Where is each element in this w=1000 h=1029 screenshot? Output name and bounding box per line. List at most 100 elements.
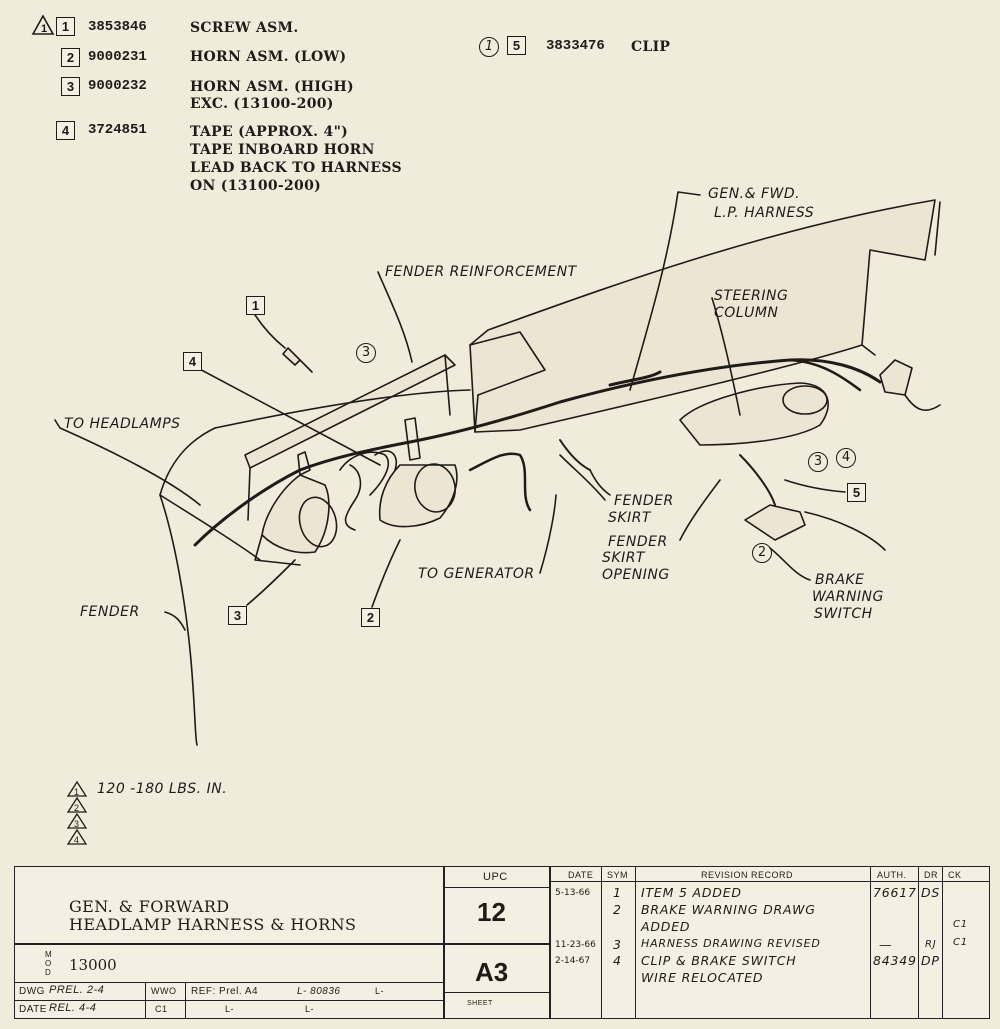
rev-sym: 2 (613, 902, 622, 917)
date-rel: REL. 4-4 (49, 1002, 97, 1014)
rev-dr: DS (921, 885, 941, 900)
label-fender-reinforcement: FENDER REINFORCEMENT (385, 264, 577, 280)
label-to-headlamps: TO HEADLAMPS (64, 416, 181, 432)
rev-auth: 84349 (873, 953, 917, 968)
svg-text:1: 1 (41, 23, 47, 35)
label-to-generator: TO GENERATOR (418, 566, 535, 582)
rev-header-record: REVISION RECORD (701, 870, 794, 880)
label-steering-column-1: STEERING (714, 288, 789, 304)
dash-panel (469, 199, 936, 433)
main-harness (298, 358, 882, 472)
part-desc: HORN ASM. (LOW) (190, 49, 347, 65)
label-steering-column-2: COLUMN (714, 305, 779, 321)
callout-circle-3: 3 (356, 343, 376, 363)
revision-circle: 1 (479, 37, 499, 57)
callout-box-2: 2 (361, 608, 380, 627)
label-fender-skirt-opening-1: FENDER (608, 534, 668, 550)
label-fender-skirt-opening-2: SKIRT (602, 550, 645, 566)
callout-box-4: 4 (183, 352, 202, 371)
label-gen-harness-1: GEN.& FWD. (708, 186, 801, 202)
upc-value: 12 (477, 897, 506, 927)
ref-l1: L- 80836 (297, 986, 341, 997)
rev-sym: 3 (613, 937, 622, 952)
rev-text: HARNESS DRAWING REVISED (641, 937, 821, 950)
triangle-num: 1 (74, 787, 79, 797)
drawing-title-1: GEN. & FORWARD (69, 897, 230, 916)
fender-reinforcement (244, 354, 456, 469)
label-fender-skirt-opening-3: OPENING (602, 567, 670, 583)
rev-header-dr: DR (924, 870, 938, 880)
initials-2: C1 (155, 1004, 168, 1014)
label-fender-skirt-2: SKIRT (608, 510, 651, 526)
initials-1: WWO (151, 986, 177, 996)
triangle-num: 4 (74, 835, 79, 845)
callout-circle-2: 2 (752, 543, 772, 563)
ref-label: REF: Prel. A4 (191, 986, 259, 997)
part-number: 3724851 (88, 122, 147, 138)
rev-sym: 4 (613, 953, 622, 968)
brake-switch (744, 504, 806, 541)
rev-header-sym: SYM (607, 870, 629, 880)
label-brake-warning-2: WARNING (812, 589, 884, 605)
part-number: 9000232 (88, 78, 147, 94)
rev-header-auth: AUTH. (877, 870, 907, 880)
rev-text: ITEM 5 ADDED (641, 885, 742, 900)
triangle-num: 2 (74, 803, 79, 813)
torque-note: 120 -180 LBS. IN. (97, 781, 228, 797)
label-brake-warning-1: BRAKE (815, 572, 865, 588)
rev-ck: C1 (953, 919, 968, 930)
fender (159, 427, 216, 746)
note-triangle-icon: 1 (31, 14, 55, 35)
mod-value: 13000 (69, 956, 117, 974)
rev-date: 11-23-66 (555, 940, 596, 950)
note-triangles-icon: 1 2 3 4 (66, 780, 88, 845)
item-box-4: 4 (56, 121, 75, 140)
sheet-label: SHEET (467, 1000, 493, 1007)
part-desc: ON (13100-200) (190, 178, 322, 194)
title-block: GEN. & FORWARD HEADLAMP HARNESS & HORNS … (14, 866, 990, 1019)
upc-label: UPC (483, 871, 508, 883)
item-box-1: 1 (56, 17, 75, 36)
rev-header-date: DATE (568, 870, 594, 880)
rev-sym: 1 (613, 885, 622, 900)
part-number: 3833476 (546, 38, 605, 54)
rev-text: CLIP & BRAKE SWITCH (641, 953, 797, 968)
triangle-num: 3 (74, 819, 79, 829)
part-desc: TAPE INBOARD HORN (190, 142, 375, 158)
part-desc: EXC. (13100-200) (190, 96, 334, 112)
drawing-title-2: HEADLAMP HARNESS & HORNS (69, 915, 357, 934)
rev-header-ck: CK (948, 870, 962, 880)
dwg-prel: PREL. 2-4 (49, 984, 105, 996)
label-fender-skirt-1: FENDER (614, 493, 674, 509)
screw (282, 347, 301, 366)
rev-dr: RJ (925, 939, 937, 950)
rev-text: BRAKE WARNING DRAWG (641, 902, 816, 917)
part-desc: SCREW ASM. (190, 20, 299, 36)
callout-box-3: 3 (228, 606, 247, 625)
horn-low (254, 451, 338, 566)
callout-box-1: 1 (246, 296, 265, 315)
label-fender: FENDER (80, 604, 140, 620)
rev-auth: — (879, 937, 893, 952)
callout-circle-3: 3 (808, 452, 828, 472)
horn-high (378, 417, 458, 528)
dwg-label: DWG (19, 986, 45, 997)
label-gen-harness-2: L.P. HARNESS (714, 205, 815, 221)
callout-box-5: 5 (847, 483, 866, 502)
callout-circle-4: 4 (836, 448, 856, 468)
rev-text: WIRE RELOCATED (641, 970, 764, 985)
part-desc: HORN ASM. (HIGH) (190, 79, 354, 95)
ref-l2: L- (375, 986, 385, 996)
rev-ck: C1 (953, 937, 968, 948)
exploded-diagram (54, 191, 941, 746)
part-number: 3853846 (88, 19, 147, 35)
item-box-2: 2 (61, 48, 80, 67)
label-brake-warning-3: SWITCH (814, 606, 873, 622)
rev-date: 5-13-66 (555, 888, 591, 898)
rev-dr: DP (921, 953, 940, 968)
date-label: DATE (19, 1004, 47, 1015)
mod-label: MOD (45, 950, 53, 977)
part-desc: CLIP (631, 39, 671, 55)
rev-auth: 76617 (873, 885, 917, 900)
ref-l4: L- (305, 1004, 315, 1014)
